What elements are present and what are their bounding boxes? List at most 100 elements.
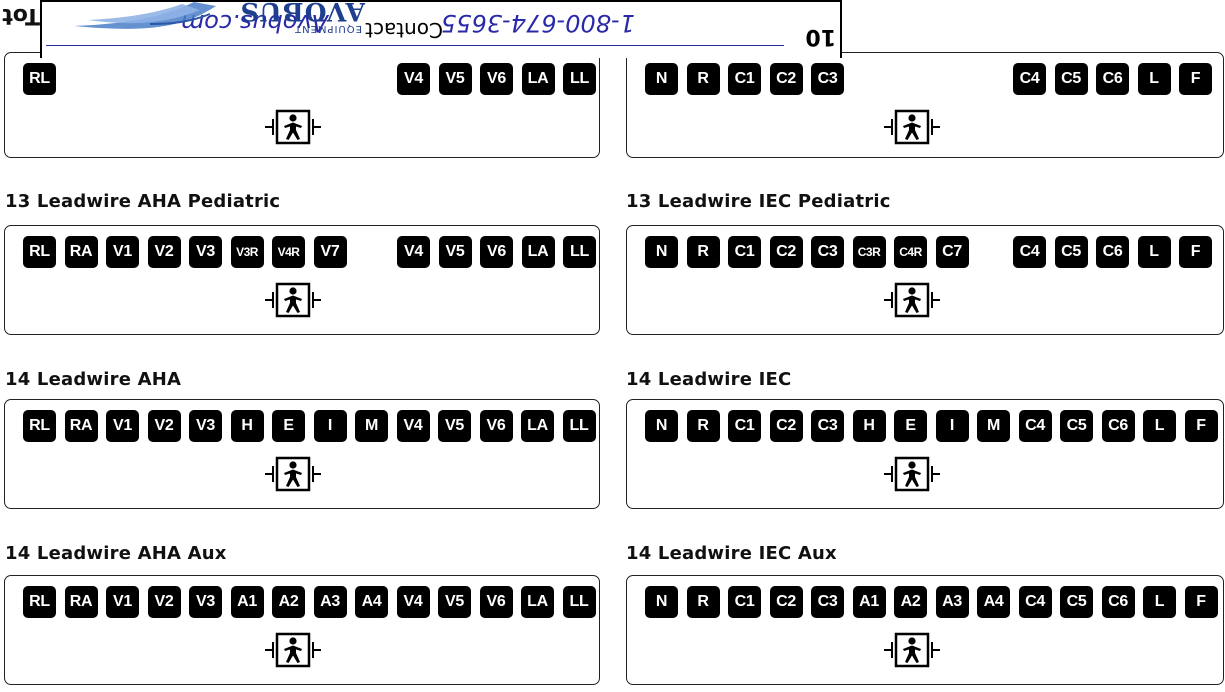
lead-tag-ll: LL — [563, 236, 596, 268]
lead-tag-r: R — [686, 586, 720, 618]
lead-tag-c6: C6 — [1101, 586, 1135, 618]
lead-tag-v6: V6 — [480, 236, 513, 268]
lead-tag-n: N — [645, 586, 678, 618]
lead-tag-c1: C1 — [728, 63, 761, 95]
lead-tag-c1: C1 — [728, 236, 761, 268]
lead-tag-c4: C4 — [1018, 410, 1052, 442]
lead-tag-la: LA — [521, 586, 554, 618]
defib-proof-patient-icon — [884, 282, 940, 318]
watermark-logo: 10 1-800-674-3655 Contact Avobus.com EQU… — [40, 0, 842, 58]
lead-tag-c4: C4 — [1013, 63, 1046, 95]
lead-tag-v4: V4 — [396, 586, 430, 618]
lead-tag-a1: A1 — [852, 586, 886, 618]
lead-tag-e: E — [272, 410, 305, 442]
lead-tag-a2: A2 — [894, 586, 927, 618]
lead-tag-rl: RL — [23, 236, 56, 268]
lead-tag-ra: RA — [64, 236, 98, 268]
lead-tag-c2: C2 — [769, 63, 803, 95]
lead-tag-v4: V4 — [396, 410, 430, 442]
heading-14-iec-aux: 14 Leadwire IEC Aux — [626, 543, 837, 564]
swoosh-icon — [74, 2, 216, 29]
lead-tag-c4: C4 — [1018, 586, 1052, 618]
lead-tag-v2: V2 — [147, 410, 181, 442]
lead-tag-h: H — [852, 410, 886, 442]
lead-tag-r: R — [686, 410, 720, 442]
lead-tag-e: E — [894, 410, 927, 442]
lead-tag-v5: V5 — [438, 236, 472, 268]
lead-tag-v2: V2 — [147, 586, 181, 618]
lead-tag-c7: C7 — [935, 236, 969, 268]
lead-tag-i: I — [313, 410, 347, 442]
lead-tag-c2: C2 — [769, 586, 803, 618]
lead-tag-v3: V3 — [189, 236, 222, 268]
lead-tag-c6: C6 — [1096, 63, 1129, 95]
lead-tag-c5: C5 — [1060, 586, 1093, 618]
lead-tag-v3r: V3R — [230, 236, 264, 268]
defib-proof-patient-icon — [884, 109, 940, 145]
heading-13-iec-pediatric: 13 Leadwire IEC Pediatric — [626, 191, 891, 212]
lead-tag-v1: V1 — [106, 236, 139, 268]
lead-tag-l: L — [1137, 63, 1171, 95]
lead-tag-n: N — [645, 236, 678, 268]
lead-tag-v6: V6 — [479, 410, 513, 442]
defib-proof-patient-icon — [884, 456, 940, 492]
lead-tag-v1: V1 — [106, 586, 139, 618]
watermark-line — [46, 45, 784, 46]
lead-tag-f: F — [1179, 236, 1212, 268]
lead-tag-la: LA — [521, 63, 555, 95]
lead-tag-v4r: V4R — [272, 236, 305, 268]
lead-tag-c5: C5 — [1054, 63, 1088, 95]
heading-14-iec: 14 Leadwire IEC — [626, 369, 792, 390]
lead-tag-ll: LL — [563, 63, 596, 95]
defib-proof-patient-icon — [265, 456, 321, 492]
lead-tag-v6: V6 — [479, 586, 513, 618]
lead-tag-ll: LL — [562, 410, 596, 442]
heading-14-aha-aux: 14 Leadwire AHA Aux — [5, 543, 227, 564]
lead-tag-c2: C2 — [769, 236, 803, 268]
lead-tag-f: F — [1179, 63, 1212, 95]
lead-tag-f: F — [1184, 586, 1218, 618]
lead-tag-la: LA — [521, 236, 555, 268]
lead-tag-c4: C4 — [1013, 236, 1046, 268]
lead-tag-a2: A2 — [272, 586, 305, 618]
lead-tag-ra: RA — [64, 586, 98, 618]
lead-tag-r: R — [686, 63, 720, 95]
lead-tag-c2: C2 — [769, 410, 803, 442]
lead-tag-v4: V4 — [397, 236, 430, 268]
lead-tag-h: H — [230, 410, 264, 442]
lead-tag-v7: V7 — [313, 236, 347, 268]
defib-proof-patient-icon — [265, 282, 321, 318]
watermark-contact: Contact — [365, 18, 443, 42]
lead-tag-m: M — [977, 410, 1010, 442]
defib-proof-patient-icon — [265, 632, 321, 668]
lead-tag-c1: C1 — [728, 410, 761, 442]
lead-tag-c6: C6 — [1096, 236, 1129, 268]
lead-tag-c3: C3 — [811, 586, 844, 618]
lead-tag-la: LA — [521, 410, 554, 442]
lead-tag-n: N — [645, 410, 678, 442]
lead-tag-v5: V5 — [438, 410, 471, 442]
lead-tag-c3: C3 — [811, 410, 844, 442]
lead-tag-v2: V2 — [147, 236, 181, 268]
lead-tag-l: L — [1143, 410, 1176, 442]
lead-tag-v3: V3 — [189, 410, 222, 442]
lead-tag-ll: LL — [562, 586, 596, 618]
heading-14-aha: 14 Leadwire AHA — [5, 369, 182, 390]
lead-tag-c3: C3 — [811, 236, 844, 268]
heading-13-aha-pediatric: 13 Leadwire AHA Pediatric — [5, 191, 281, 212]
lead-tag-l: L — [1143, 586, 1176, 618]
lead-tag-v3: V3 — [189, 586, 222, 618]
watermark-brand: AVOBUS — [239, 0, 365, 26]
lead-tag-a3: A3 — [935, 586, 969, 618]
lead-tag-ra: RA — [64, 410, 98, 442]
lead-tag-f: F — [1184, 410, 1218, 442]
defib-proof-patient-icon — [884, 632, 940, 668]
lead-tag-m: M — [355, 410, 388, 442]
lead-tag-a4: A4 — [355, 586, 388, 618]
